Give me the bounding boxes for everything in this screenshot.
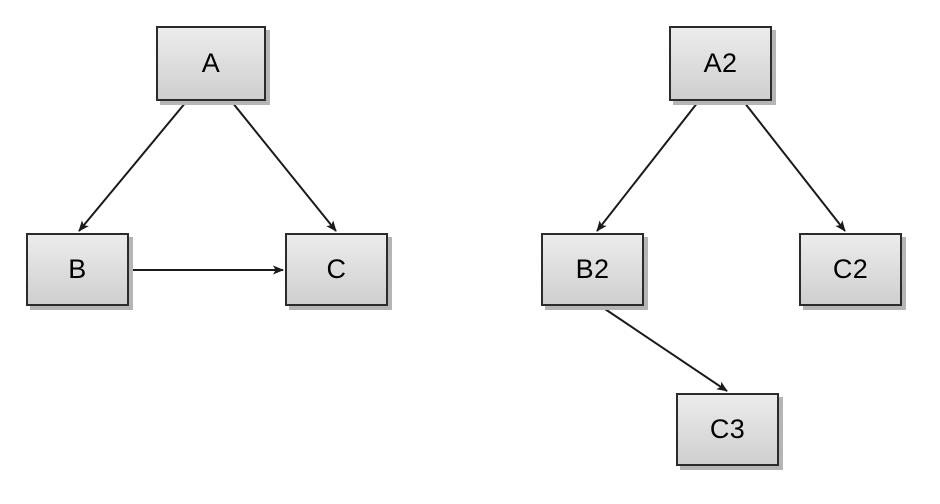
edge-group bbox=[78, 101, 846, 392]
edge-a-to-b[interactable] bbox=[78, 101, 187, 232]
node-label: A2 bbox=[703, 48, 738, 78]
node-label: A bbox=[201, 48, 221, 78]
node-label: C bbox=[326, 254, 347, 284]
node-c3[interactable]: C3 bbox=[676, 393, 779, 466]
node-b2[interactable]: B2 bbox=[541, 233, 644, 306]
edge-a-to-c[interactable] bbox=[231, 101, 337, 232]
node-label: B2 bbox=[575, 254, 610, 284]
node-a2[interactable]: A2 bbox=[669, 26, 772, 101]
node-label: B bbox=[68, 254, 87, 284]
node-label: C2 bbox=[832, 254, 869, 284]
edge-b2-to-c3[interactable] bbox=[601, 306, 728, 392]
node-c2[interactable]: C2 bbox=[799, 233, 902, 306]
edge-a2-to-b2[interactable] bbox=[596, 101, 699, 232]
node-a[interactable]: A bbox=[156, 26, 266, 101]
node-label: C3 bbox=[709, 414, 746, 444]
node-c[interactable]: C bbox=[285, 233, 388, 306]
node-b[interactable]: B bbox=[26, 233, 129, 306]
edge-a2-to-c2[interactable] bbox=[743, 101, 846, 232]
